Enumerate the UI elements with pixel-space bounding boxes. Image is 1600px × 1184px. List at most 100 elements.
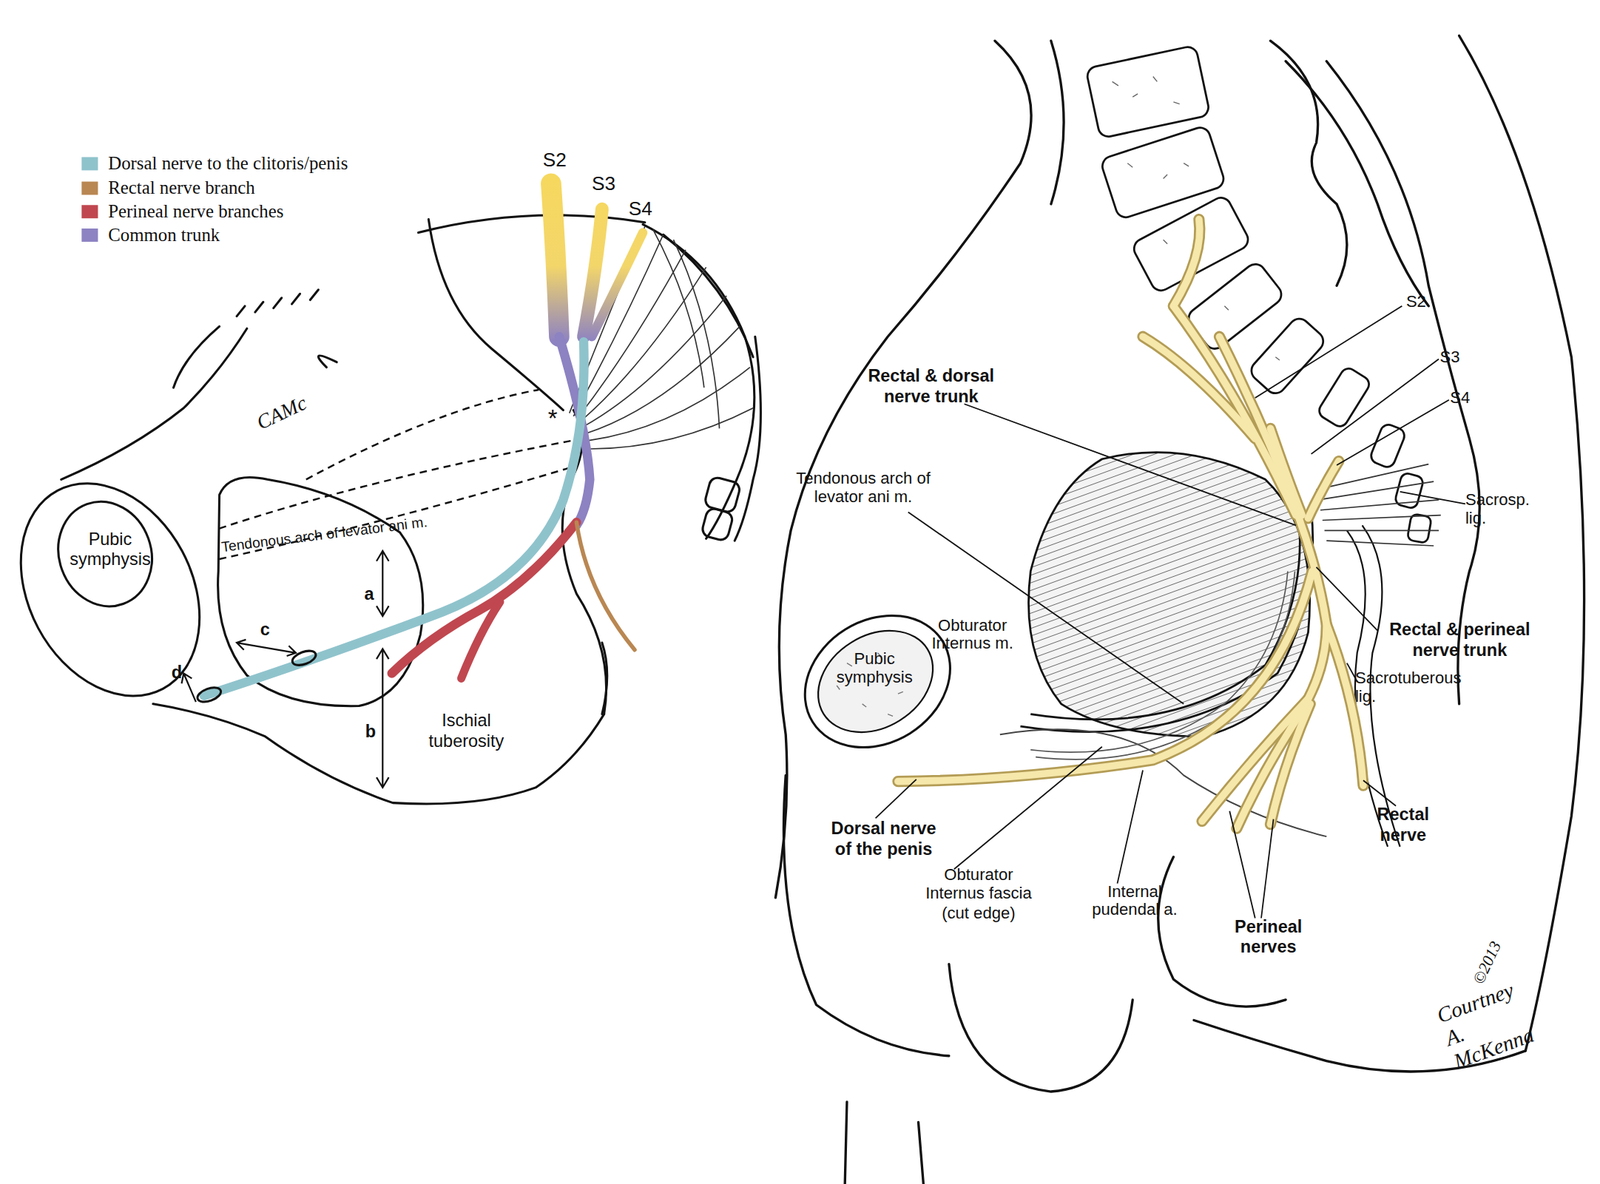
anatomy-label: c (260, 620, 270, 641)
illustration-stroke (964, 403, 1296, 526)
illustration-stroke (1142, 336, 1256, 439)
illustration-stroke (954, 747, 1103, 870)
illustration-stroke (1285, 61, 1429, 307)
legend-text: Dorsal nerve to the clitoris/penis (107, 153, 348, 175)
anatomy-label: Rectal nerve (1370, 804, 1436, 845)
illustration-stroke (949, 964, 1133, 1092)
illustration-stroke (581, 267, 706, 421)
illustration-stroke (1035, 571, 1295, 759)
illustration-stroke (428, 219, 563, 411)
illustration-stroke (783, 775, 949, 1056)
anatomy-label: Rectal & dorsal nerve trunk (852, 366, 1011, 407)
illustration-stroke (461, 602, 501, 679)
legend-row: Perineal nerve branches (81, 201, 284, 223)
anatomy-label: Dorsal nerve of the penis (826, 819, 941, 860)
illustration-stroke (1315, 365, 1372, 430)
anatomy-label: Ischial tuberosity (421, 710, 512, 751)
illustration-stroke (1320, 500, 1439, 511)
illustration-stroke (1363, 780, 1396, 806)
legend-text: Common trunk (107, 224, 220, 246)
legend-swatch (81, 156, 98, 171)
illustration-stroke (898, 219, 1364, 830)
illustration-stroke (1459, 35, 1585, 1052)
illustration-stroke (181, 673, 197, 702)
legend-row: Dorsal nerve to the clitoris/penis (81, 153, 348, 175)
illustration-stroke (798, 610, 952, 754)
illustration-stroke (1173, 219, 1200, 307)
anatomy-label: Obturator Internus fascia (cut edge) (918, 866, 1040, 923)
anatomy-label: b (365, 722, 376, 743)
anatomy-label: Internal pudendal a. (1083, 882, 1186, 921)
anatomy-label: Sacrotuberous lig. (1355, 669, 1476, 708)
anatomy-label: Tendonous arch of levator ani m. (791, 469, 935, 508)
illustration-stroke (775, 40, 1032, 899)
illustration-stroke (1229, 811, 1255, 919)
anatomy-label: S2 (542, 148, 567, 171)
illustration-stroke (1142, 336, 1256, 439)
illustration-stroke (1270, 40, 1347, 286)
illustration-stroke (1173, 219, 1200, 307)
illustration-stroke (908, 511, 1184, 704)
illustration-stroke (1112, 76, 1280, 360)
illustration-stroke (589, 408, 754, 450)
illustration-stroke (195, 647, 318, 705)
anatomy-label: S3 (1439, 347, 1460, 367)
illustration-stroke (236, 289, 319, 317)
illustration-stroke (585, 326, 740, 434)
anatomy-label: S4 (628, 198, 653, 221)
anatomy-label: Pubic symphysis (63, 529, 158, 570)
anatomy-label: S4 (1449, 389, 1470, 408)
illustration-stroke (775, 35, 1584, 1184)
illustration-stroke (236, 639, 296, 657)
illustration-stroke (551, 183, 560, 337)
illustration-stroke (875, 779, 917, 819)
legend-text: Rectal nerve branch (107, 177, 256, 199)
illustration-stroke (418, 215, 646, 234)
illustration-stroke (703, 476, 742, 515)
illustration-stroke (844, 1102, 924, 1184)
anatomy-label: Obturator Internus m. (921, 616, 1024, 654)
illustration-stroke (0, 215, 761, 805)
illustration-stroke (219, 389, 572, 560)
illustration-stroke (1316, 567, 1379, 631)
illustration-stroke (181, 551, 390, 788)
illustration-stroke (1270, 704, 1311, 825)
illustration-stroke (1112, 76, 1280, 360)
illustration-stroke (204, 341, 585, 697)
legend-swatch (81, 228, 98, 242)
anatomy-label: Tendonous arch of levator ani m. (220, 513, 429, 555)
anatomy-label: * (548, 403, 558, 432)
illustration-stroke (219, 467, 572, 560)
illustration-stroke (1247, 314, 1328, 398)
illustration-stroke (700, 507, 734, 543)
illustration-stroke (1311, 359, 1439, 455)
illustration-stroke (219, 440, 572, 529)
illustration-stroke (663, 234, 754, 358)
illustration-stroke (1030, 571, 1288, 753)
illustration-stroke (61, 328, 248, 480)
anatomy-label: d (171, 663, 182, 684)
illustration-stroke (1368, 422, 1407, 470)
anatomy-label: Sacrosp. lig. (1465, 491, 1531, 529)
illustration-stroke (1324, 529, 1439, 532)
illustration-stroke (588, 367, 751, 441)
illustration-stroke (673, 239, 720, 429)
illustration-stroke (1326, 540, 1434, 546)
illustration-stroke (43, 488, 167, 620)
illustration-stroke (1219, 336, 1298, 515)
illustration-stroke (1255, 306, 1403, 398)
illustration-stroke (602, 642, 608, 715)
illustration-stroke (1000, 510, 1401, 847)
illustration-stroke (898, 571, 1313, 782)
illustration-stroke (591, 233, 643, 338)
illustration-stroke (1270, 428, 1302, 515)
anatomy-label: Rectal & perineal nerve trunk (1375, 620, 1545, 661)
illustration-stroke (1219, 336, 1298, 515)
illustration-stroke (306, 389, 540, 480)
legend-text: Perineal nerve branches (107, 201, 284, 223)
illustration-stroke (376, 648, 390, 788)
illustration-stroke (1261, 819, 1274, 919)
anatomy-label: S2 (1406, 292, 1427, 312)
anatomy-label: Perineal nerves (1227, 917, 1309, 958)
